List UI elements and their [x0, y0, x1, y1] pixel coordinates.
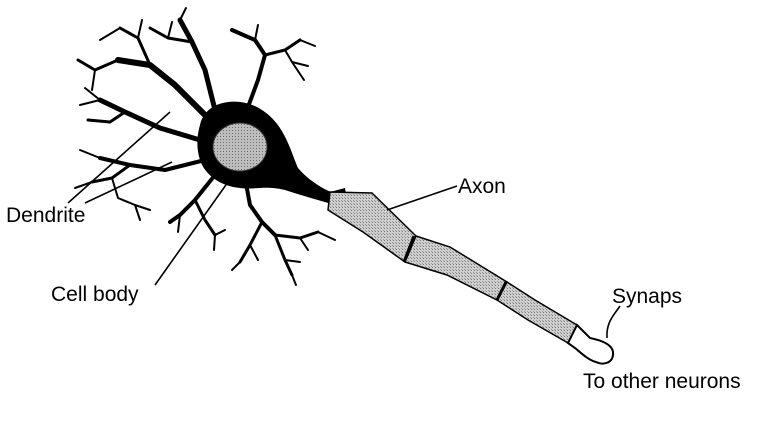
- dendrite-leader-1: [68, 112, 170, 203]
- synapse-terminal: [568, 325, 613, 364]
- axon-leader: [387, 186, 457, 210]
- synapse-label: Synaps: [612, 286, 682, 307]
- synapse-leader: [607, 306, 620, 338]
- axon-segment-2: [405, 236, 507, 300]
- cell-body-label: Cell body: [51, 284, 139, 305]
- to-other-neurons-label: To other neurons: [583, 371, 741, 392]
- axon-label: Axon: [458, 176, 506, 197]
- axon-segment-3: [497, 282, 577, 343]
- nucleus: [213, 123, 267, 171]
- dendrite-label: Dendrite: [6, 205, 85, 226]
- axon-segments: [328, 192, 577, 343]
- axon-segment-1: [328, 192, 416, 262]
- dendrite-leader-2: [85, 162, 172, 203]
